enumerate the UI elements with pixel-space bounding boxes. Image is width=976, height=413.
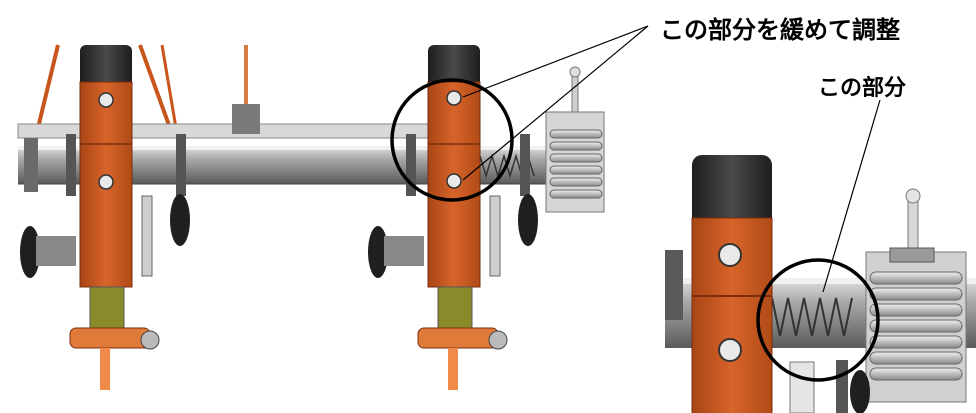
orange-link-rods bbox=[36, 44, 248, 129]
main-assembly-view bbox=[17, 25, 649, 390]
bolt-highlight-circle bbox=[390, 78, 514, 202]
right-tine-unit bbox=[368, 45, 538, 390]
callout-leader-line-lower bbox=[462, 25, 649, 181]
sub-callout-leader-line bbox=[822, 99, 881, 293]
beam-highlight-circle bbox=[756, 258, 880, 382]
inset-detail-view bbox=[665, 155, 976, 413]
callout-leader-line-upper bbox=[462, 25, 649, 98]
callout-this-part: この部分 bbox=[818, 76, 907, 101]
beam-clamps bbox=[24, 104, 530, 196]
coil-spring bbox=[545, 66, 605, 213]
left-tine-unit bbox=[20, 45, 190, 390]
callout-loosen-adjust: この部分を緩めて調整 bbox=[660, 16, 900, 44]
